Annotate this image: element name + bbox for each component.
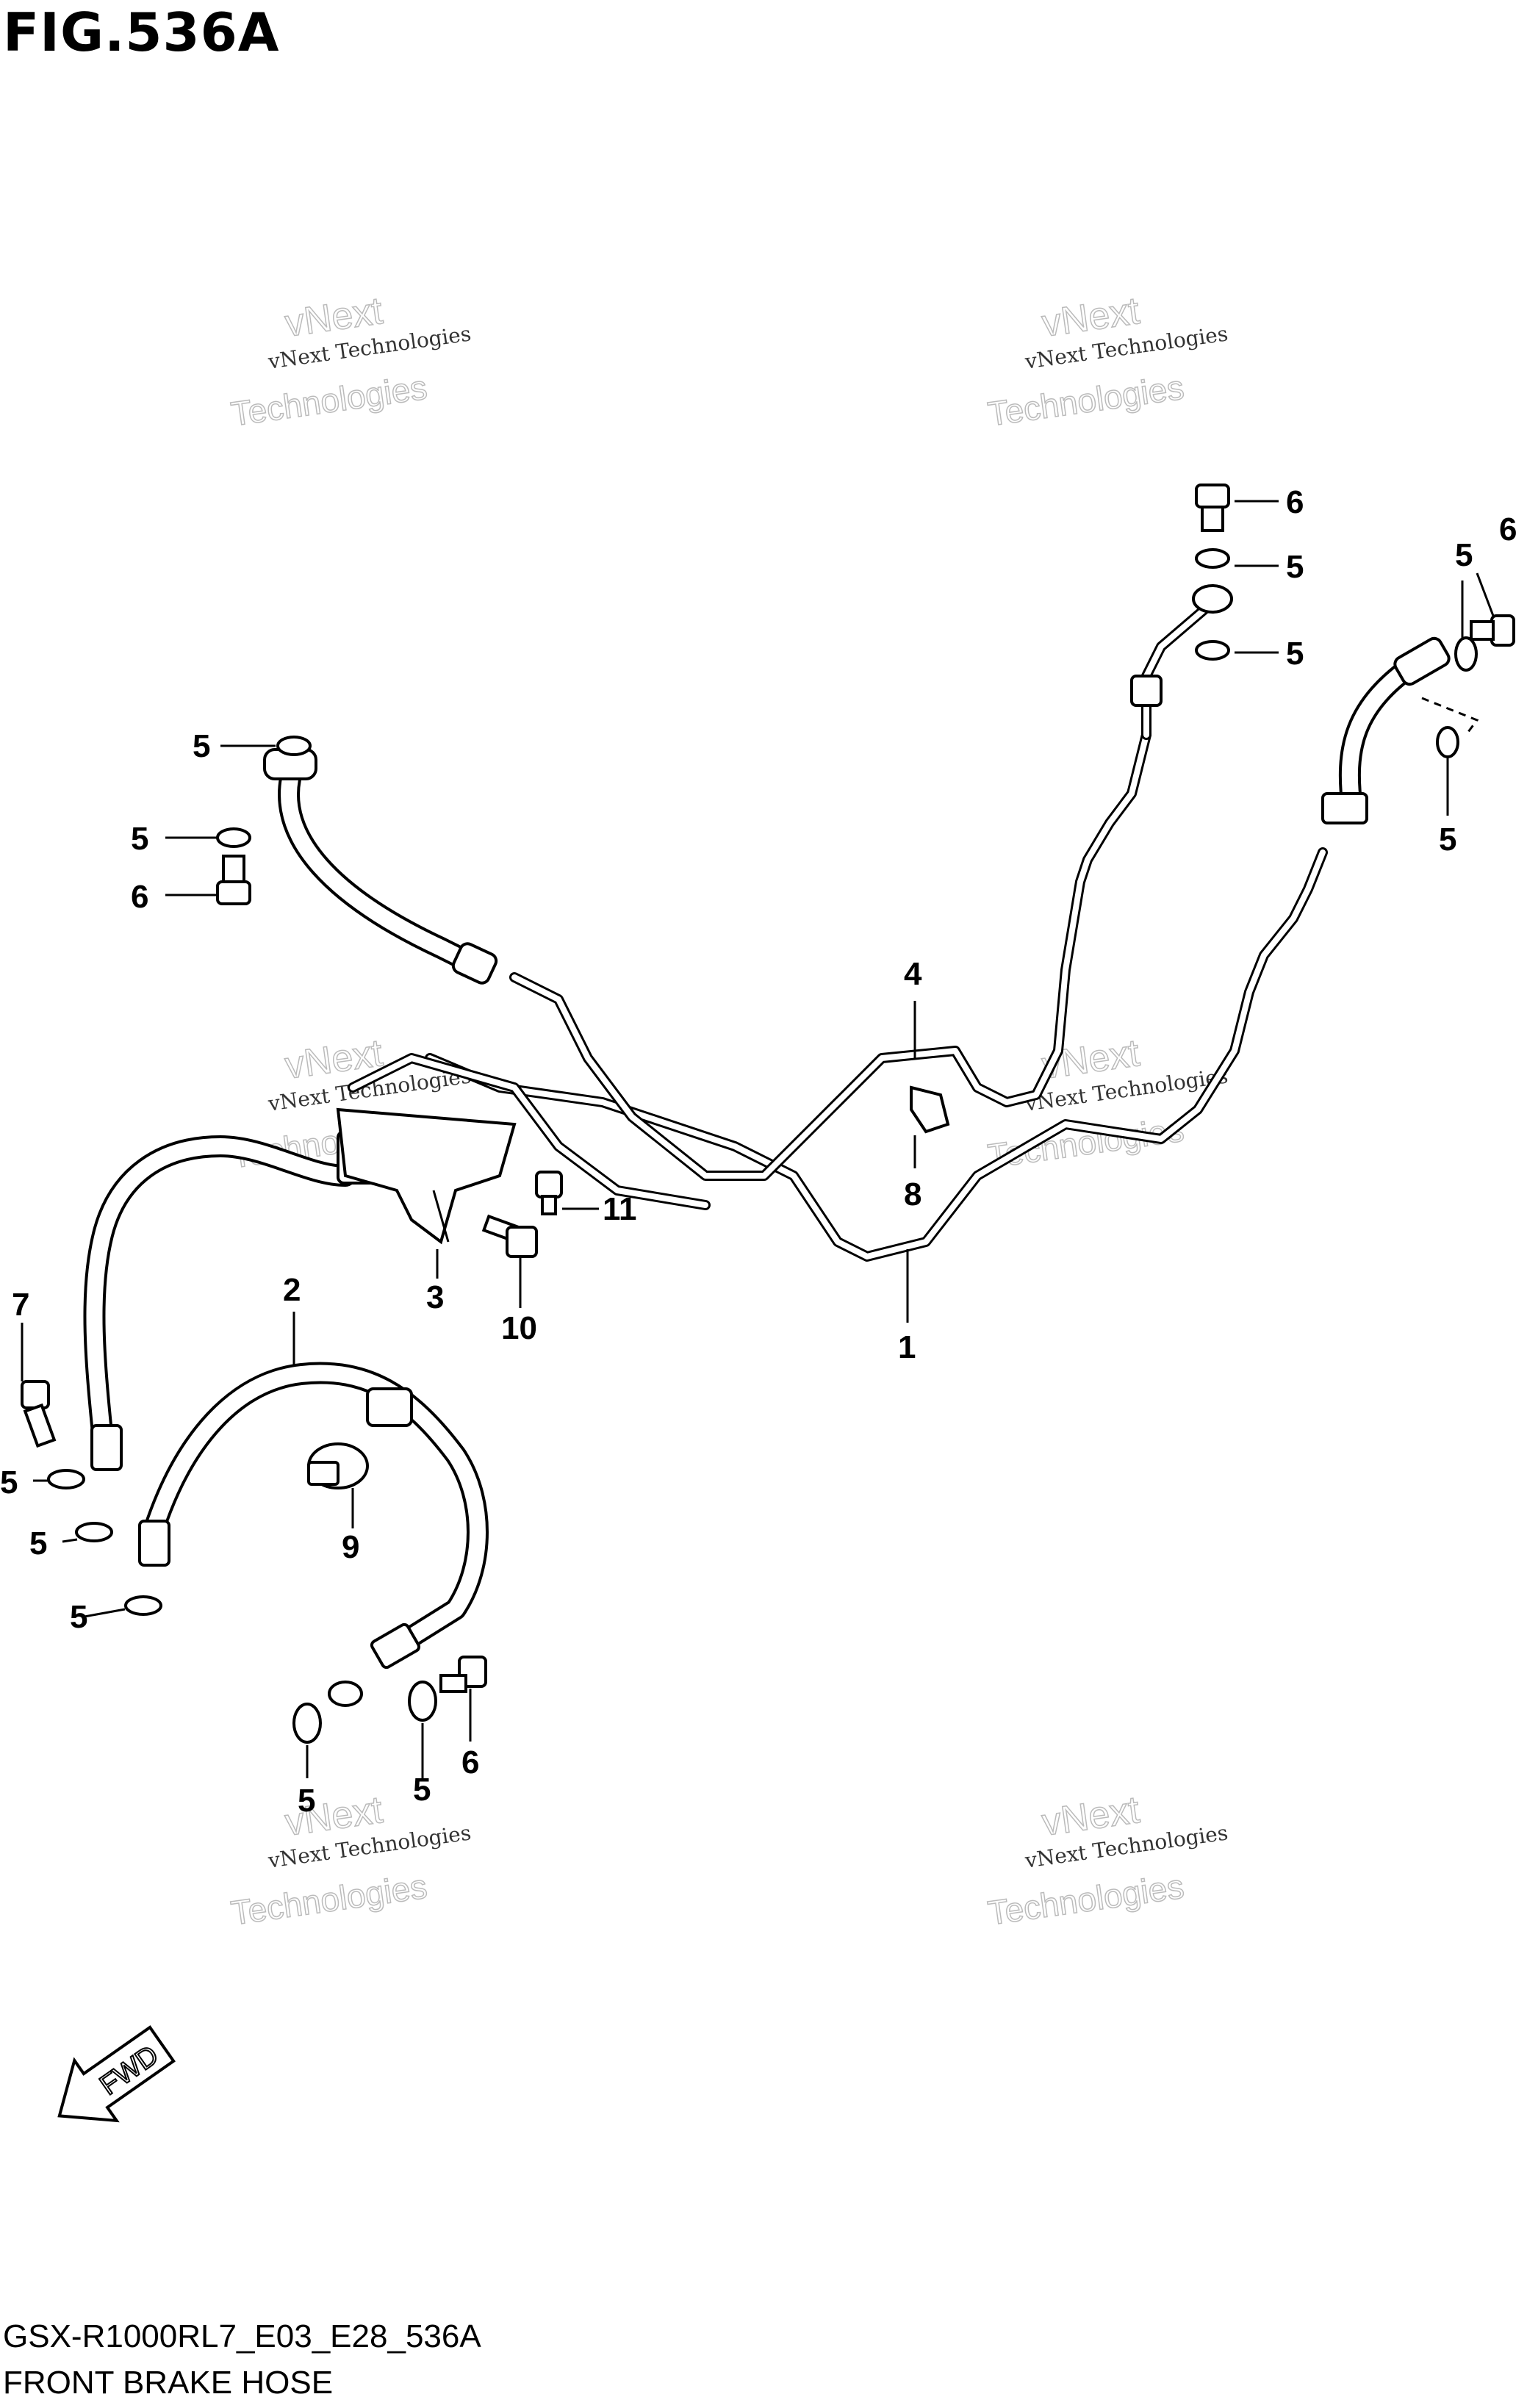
callout-5-right-a: 5 [1455, 537, 1473, 573]
callout-6-left: 6 [131, 879, 148, 915]
callout-7: 7 [12, 1287, 29, 1323]
watermark-top-right: vNext Technologies vNext Technologies [985, 289, 1229, 434]
washer-5-top-a [1195, 548, 1230, 569]
bolt-10 [481, 1214, 538, 1258]
figure-caption: FRONT BRAKE HOSE [3, 2365, 334, 2401]
washer-5-lower-a [47, 1469, 85, 1489]
washer-5-top-b [1195, 640, 1230, 661]
watermark-top-left: vNext Technologies vNext Technologies [228, 289, 473, 434]
figure-title: FIG.536A [3, 1, 280, 63]
union-bolt-6-top [1195, 484, 1230, 532]
bolt-11 [535, 1171, 563, 1215]
svg-text:Technologies: Technologies [229, 368, 429, 434]
callout-4: 4 [904, 956, 922, 992]
pipe-clamp-8 [910, 1085, 950, 1134]
callout-5-lower-b: 5 [29, 1525, 47, 1561]
watermark-bottom-left: vNext Technologies vNext Technologies [228, 1788, 473, 1933]
bleeder-bolt-7 [21, 1380, 57, 1448]
washer-5-right-a [1454, 636, 1478, 672]
callout-5-bottom-a: 5 [298, 1783, 315, 1819]
callout-5-left-a: 5 [193, 728, 210, 764]
svg-text:Technologies: Technologies [229, 1867, 429, 1933]
brake-hose-left-lower [83, 1130, 384, 1471]
callout-8: 8 [904, 1176, 921, 1212]
callout-2: 2 [283, 1272, 301, 1308]
callout-1: 1 [898, 1329, 916, 1365]
brake-pipe-4 [509, 730, 1151, 1181]
callout-5-left-b: 5 [131, 821, 148, 857]
svg-text:Technologies: Technologies [985, 368, 1186, 434]
svg-text:Technologies: Technologies [985, 1867, 1186, 1933]
callout-10: 10 [501, 1310, 537, 1346]
callout-5-lower-c: 5 [70, 1599, 87, 1635]
washer-5-left-b [216, 827, 251, 848]
washer-5-lower-b [75, 1522, 113, 1542]
model-code: GSX-R1000RL7_E03_E28_536A [3, 2318, 481, 2354]
brake-hose-upper-right [1321, 636, 1451, 824]
washer-5-lower-c [124, 1595, 162, 1616]
callout-5-bottom-b: 5 [413, 1772, 431, 1808]
washer-5-bottom-b [408, 1681, 437, 1722]
watermark-bottom-right: vNext Technologies vNext Technologies [985, 1788, 1229, 1933]
callout-11: 11 [603, 1191, 637, 1227]
fwd-arrow-icon: FWD [57, 2025, 176, 2123]
union-bolt-6-bottom [439, 1656, 487, 1693]
washer-5-right-b [1436, 726, 1459, 758]
callout-9: 9 [342, 1529, 359, 1565]
callout-5-right-b: 5 [1439, 822, 1456, 858]
union-bolt-6-right [1470, 614, 1515, 647]
callout-6-right: 6 [1499, 511, 1517, 547]
callout-5-lower-a: 5 [0, 1464, 18, 1500]
bracket-3 [336, 1107, 517, 1245]
callout-6-top: 6 [1286, 484, 1304, 520]
callout-6-bottom: 6 [461, 1744, 479, 1780]
washer-5-bottom-a [292, 1703, 322, 1744]
callout-5-top-a: 5 [1286, 549, 1304, 585]
callout-5-top-b: 5 [1286, 636, 1304, 672]
brake-pipe-1 [425, 847, 1328, 1262]
brake-hose-2 [138, 1362, 489, 1707]
brake-hose-upper-left [263, 748, 498, 985]
washer-5-left-a [276, 736, 312, 756]
banjo-fitting-top-right [1130, 584, 1233, 740]
leader-lines [21, 500, 1495, 1778]
hose-clamp-9 [307, 1442, 369, 1489]
callout-3: 3 [426, 1279, 444, 1315]
brake-pipe-3-link [348, 1053, 711, 1210]
union-bolt-6-left [216, 855, 251, 905]
